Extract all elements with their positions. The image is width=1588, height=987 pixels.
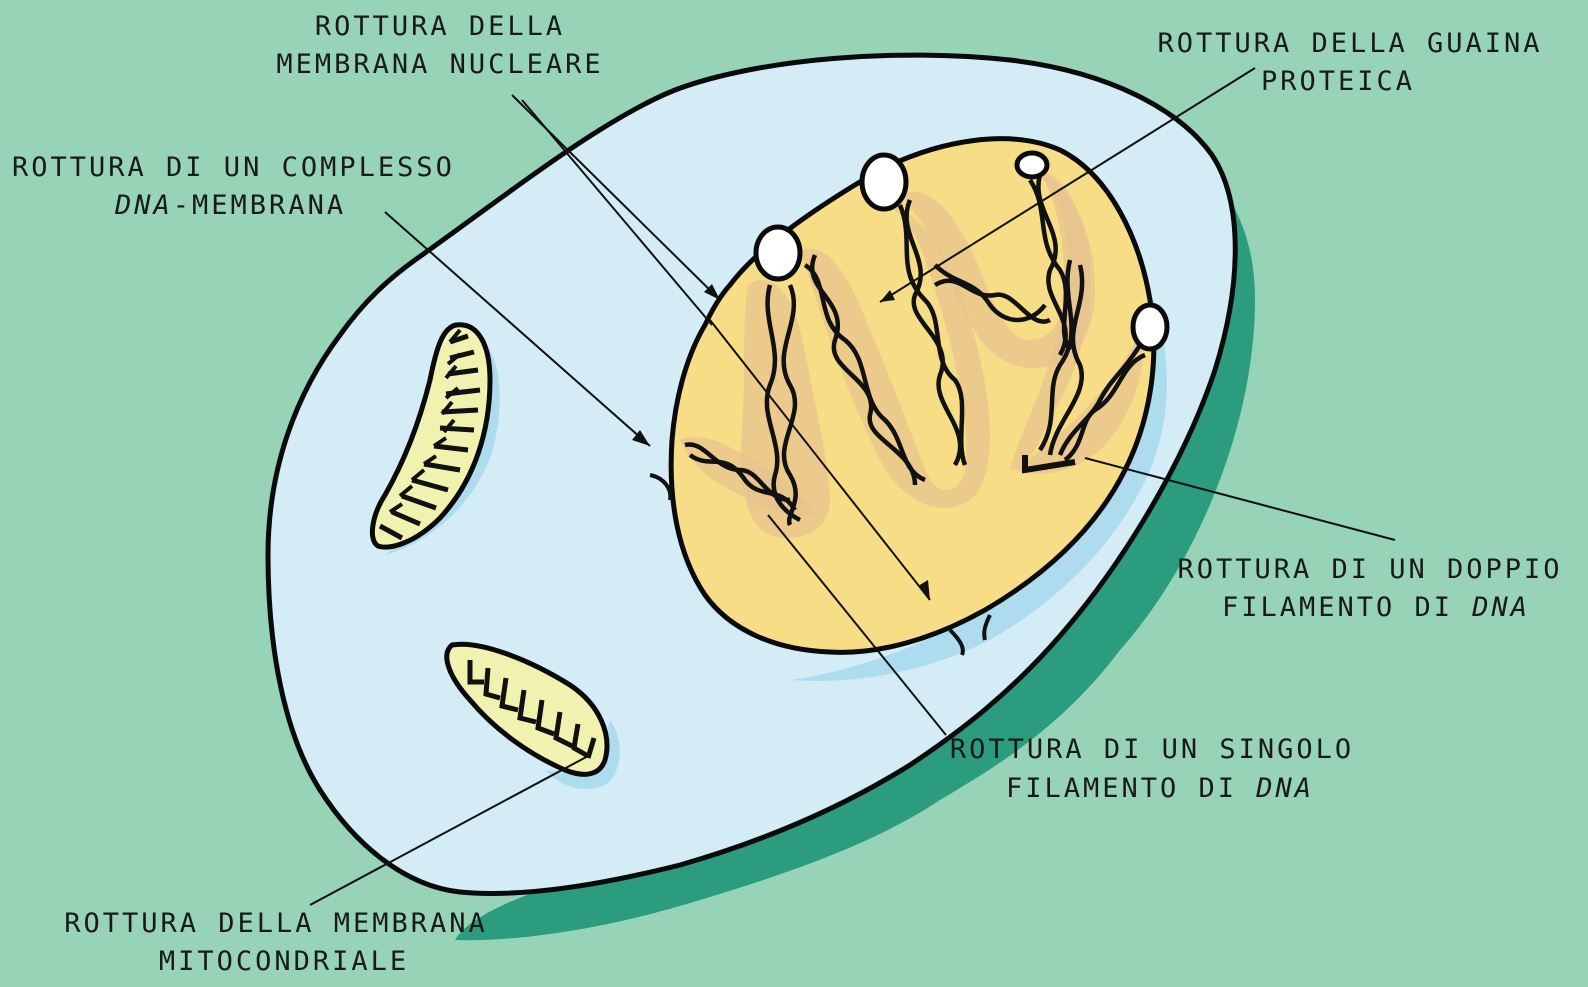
label-single-strand-line1: ROTTURA DI UN SINGOLO <box>950 734 1354 765</box>
label-double-strand-line1: ROTTURA DI UN DOPPIO <box>1177 554 1562 585</box>
label-nuclear-membrane-line2: MEMBRANA NUCLEARE <box>276 49 603 80</box>
label-dna-membrane-complex-rest: -MEMBRANA <box>173 190 346 221</box>
label-single-strand-prefix: FILAMENTO DI <box>1006 773 1256 804</box>
label-mito-membrane-line1: ROTTURA DELLA MEMBRANA <box>64 908 488 939</box>
label-double-strand-line2: FILAMENTO DI DNA <box>1222 592 1530 623</box>
label-mito-membrane-line2: MITOCONDRIALE <box>159 946 409 977</box>
label-double-strand-prefix: FILAMENTO DI <box>1222 592 1472 623</box>
label-dna-membrane-complex-dna: DNA <box>114 190 173 221</box>
label-dna-membrane-complex-line1: ROTTURA DI UN COMPLESSO <box>12 152 455 183</box>
label-protein-sheath-line2: PROTEICA <box>1261 66 1415 97</box>
label-double-strand-dna: DNA <box>1471 592 1530 623</box>
label-dna-membrane-complex-line2: DNA-MEMBRANA <box>114 190 346 221</box>
label-single-strand-line2: FILAMENTO DI DNA <box>1006 773 1314 804</box>
label-single-strand-dna: DNA <box>1255 773 1314 804</box>
label-protein-sheath-line1: ROTTURA DELLA GUAINA <box>1157 28 1542 59</box>
label-nuclear-membrane-line1: ROTTURA DELLA <box>315 11 565 42</box>
